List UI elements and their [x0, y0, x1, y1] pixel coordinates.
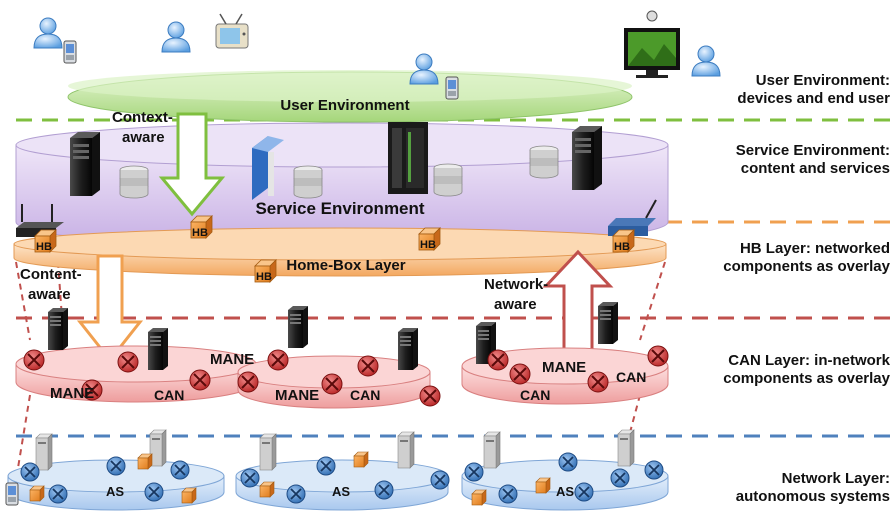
- user-environment-label: User Environment: [280, 97, 409, 114]
- can-server-icon: [598, 302, 618, 344]
- can-layer: [15, 345, 669, 409]
- as-label: AS: [106, 484, 124, 499]
- content-aware-label-1: Content-: [20, 266, 82, 283]
- as-server-icon: [617, 429, 635, 467]
- server-icon: [572, 126, 602, 190]
- hb-box-label: HB: [192, 227, 208, 239]
- context-aware-label-2: aware: [122, 129, 165, 146]
- hb-box-5: HB: [254, 259, 277, 283]
- hb-box-3: HB: [418, 227, 441, 251]
- layer-desc-subtitle: components as overlay: [723, 370, 890, 387]
- layer-desc-subtitle: content and services: [740, 160, 890, 177]
- mane-label: MANE: [542, 359, 586, 376]
- layer-desc-subtitle: devices and end user: [737, 90, 890, 107]
- monitor-icon: [624, 10, 680, 78]
- as-label: AS: [556, 484, 574, 499]
- can-label: CAN: [520, 387, 550, 403]
- as-server-icon: [397, 431, 415, 469]
- can-server-icon: [288, 306, 308, 348]
- can-label: CAN: [350, 387, 380, 403]
- as-label: AS: [332, 484, 350, 499]
- storage-icon: [119, 165, 149, 199]
- server-icon: [70, 132, 100, 196]
- phone-icon: [445, 76, 459, 100]
- layer-desc-title: Service Environment:: [735, 142, 890, 159]
- hb-box-label: HB: [256, 271, 272, 283]
- layer-desc-user: User Environment: devices and end user: [676, 72, 890, 108]
- phone-icon: [63, 40, 77, 64]
- hb-box-label: HB: [420, 239, 436, 251]
- user-environment-layer: User Environment: [67, 70, 633, 123]
- layer-desc-title: HB Layer: networked: [739, 240, 890, 257]
- home-box-layer: Home-Box Layer: [13, 227, 667, 277]
- can-server-icon: [148, 328, 168, 370]
- user-icon: [409, 53, 439, 85]
- as-server-icon: [149, 429, 167, 467]
- hb-box-label: HB: [36, 241, 52, 253]
- as-server-icon: [35, 433, 53, 471]
- book-icon: [252, 136, 284, 200]
- tv-icon: [215, 13, 249, 49]
- hb-box-2: HB: [190, 215, 213, 239]
- as-server-icon: [259, 433, 277, 471]
- layer-desc-title: User Environment:: [755, 72, 890, 89]
- user-icon: [33, 17, 63, 49]
- network-aware-label-1: Network-: [484, 276, 548, 293]
- can-server-icon: [48, 308, 68, 350]
- content-aware-label-2: aware: [28, 286, 71, 303]
- storage-icon: [433, 163, 463, 197]
- can-label: CAN: [154, 387, 184, 403]
- context-aware-label-1: Context-: [112, 109, 173, 126]
- can-server-icon: [398, 328, 418, 370]
- network-aware-label-2: aware: [494, 296, 537, 313]
- hb-box-label: HB: [614, 241, 630, 253]
- hb-box-1: HB: [34, 229, 57, 253]
- layer-desc-subtitle: autonomous systems: [735, 488, 890, 505]
- network-aware-arrow: Network- aware: [484, 249, 614, 368]
- phone-icon: [5, 482, 19, 506]
- layer-desc-title: Network Layer:: [781, 470, 890, 487]
- can-label: CAN: [616, 369, 646, 385]
- service-environment-label: Service Environment: [255, 199, 424, 218]
- hb-box-4: HB: [612, 229, 635, 253]
- as-server-icon: [483, 431, 501, 469]
- mane-label: MANE: [275, 387, 319, 404]
- context-aware-arrow: Context- aware: [112, 109, 226, 217]
- layer-desc-can: CAN Layer: in-network components as over…: [676, 352, 890, 388]
- server-rack-icon: [388, 122, 428, 194]
- user-icon: [161, 21, 191, 53]
- layer-desc-hb: HB Layer: networked components as overla…: [676, 240, 890, 276]
- layer-desc-service: Service Environment: content and service…: [676, 142, 890, 178]
- layer-desc-network: Network Layer: autonomous systems: [676, 470, 890, 506]
- content-aware-arrow: Content- aware: [20, 254, 144, 363]
- storage-icon: [293, 165, 323, 199]
- mane-label: MANE: [210, 351, 254, 368]
- mane-label: MANE: [50, 385, 94, 402]
- home-box-layer-label: Home-Box Layer: [286, 257, 405, 274]
- storage-icon: [529, 145, 559, 179]
- layer-desc-title: CAN Layer: in-network: [728, 352, 890, 369]
- layer-desc-subtitle: components as overlay: [723, 258, 890, 275]
